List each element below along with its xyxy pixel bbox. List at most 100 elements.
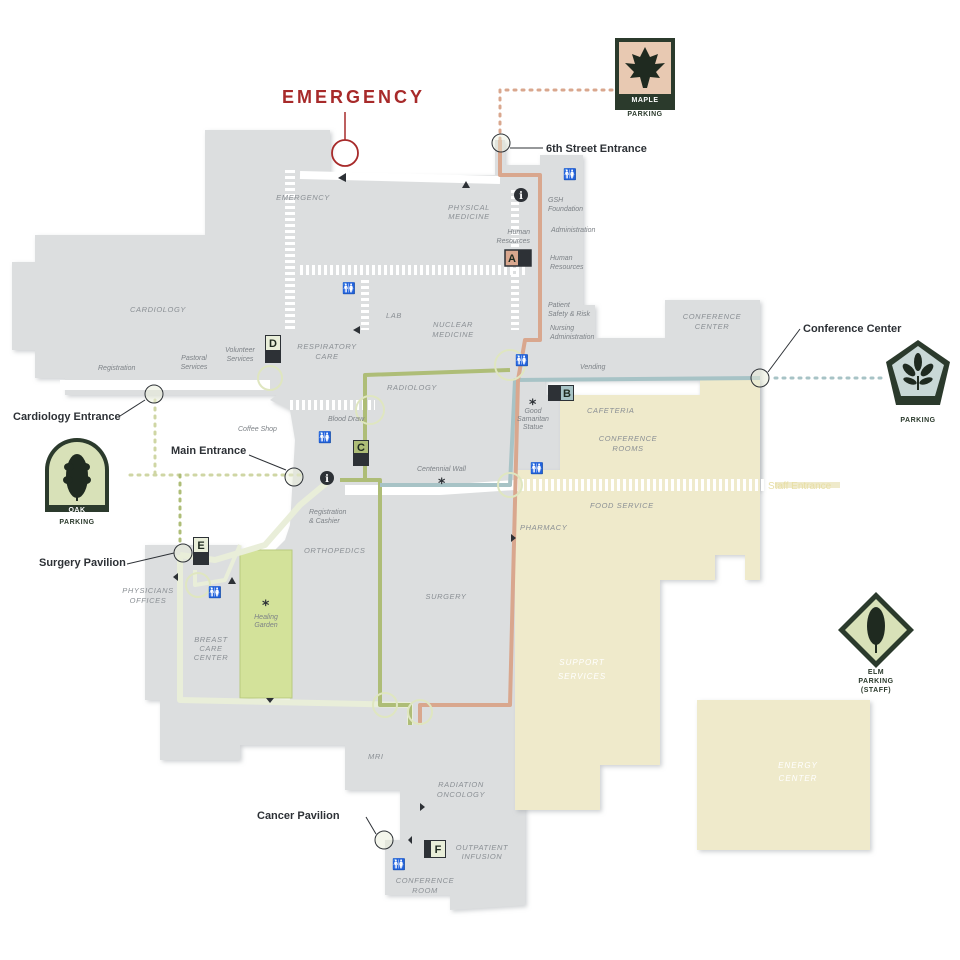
svg-text:(STAFF): (STAFF) [861,687,891,694]
svg-text:Pastoral: Pastoral [181,355,207,362]
svg-text:ENERGY: ENERGY [778,761,818,770]
svg-text:Administration: Administration [550,227,595,234]
svg-text:CARE: CARE [199,644,223,653]
svg-text:CARDIOLOGY: CARDIOLOGY [130,305,186,314]
label-surgery-pavilion: Surgery Pavilion [39,557,126,569]
healing-garden-icon: * [262,598,270,614]
elevator-a[interactable]: A [504,249,532,267]
elevator-c[interactable]: C [353,440,369,466]
svg-text:Resources: Resources [550,264,584,271]
oak-parking-sign[interactable]: OAK PARKING [45,438,109,526]
svg-text:Services: Services [227,356,254,363]
oak-leaf-icon [63,454,91,501]
svg-text:SUPPORT: SUPPORT [559,658,605,667]
label-cardiology-entrance: Cardiology Entrance [13,411,121,423]
elm-parking-sign[interactable]: ELM PARKING (STAFF) [838,592,914,694]
restroom-icon: 🚻 [515,354,529,367]
svg-text:Samaritan: Samaritan [517,416,549,423]
svg-text:& Cashier: & Cashier [309,518,340,525]
svg-text:Foundation: Foundation [548,206,583,213]
svg-text:CONFERENCE: CONFERENCE [599,434,658,443]
svg-text:PARKING: PARKING [858,678,893,685]
svg-text:PHARMACY: PHARMACY [520,523,568,532]
entrance-marker-cardiology[interactable] [144,384,164,404]
svg-text:PHYSICAL: PHYSICAL [448,203,490,212]
leader-lines [119,147,801,835]
svg-text:SERVICES: SERVICES [558,672,606,681]
svg-text:NUCLEAR: NUCLEAR [433,320,473,329]
svg-text:Safety & Risk: Safety & Risk [548,311,591,318]
info-sign-2[interactable]: i [320,471,334,485]
svg-text:Human: Human [507,229,530,236]
svg-text:A: A [508,253,516,265]
good-samaritan-statue-icon: * [529,397,537,413]
svg-text:PARKING: PARKING [59,519,94,526]
svg-text:Registration: Registration [98,365,135,372]
maple-parking-sign[interactable]: MAPLE PARKING [615,38,675,118]
restroom-icon: 🚻 [342,282,356,295]
healing-garden [239,549,293,699]
label-cancer-pavilion: Cancer Pavilion [257,810,340,822]
svg-text:ROOM: ROOM [412,886,438,895]
svg-text:Patient: Patient [548,302,571,309]
svg-text:PARKING: PARKING [900,417,935,424]
emergency-title: EMERGENCY [282,87,425,107]
entrance-labels: 6th Street Entrance Conference Center Ca… [13,143,902,822]
svg-text:SURGERY: SURGERY [425,592,466,601]
svg-text:Healing: Healing [254,614,278,621]
label-staff-entrance: Staff Entrance [768,481,832,492]
svg-text:CAFETERIA: CAFETERIA [587,406,635,415]
svg-text:OAK: OAK [68,507,85,514]
svg-text:FOOD SERVICE: FOOD SERVICE [590,501,654,510]
centennial-wall-icon: * [438,476,446,492]
entrance-marker-main[interactable] [284,467,304,487]
svg-text:RESPIRATORY: RESPIRATORY [297,342,357,351]
entrance-marker-6th-street[interactable] [491,133,511,153]
svg-text:Garden: Garden [254,622,277,629]
restroom-icons: 🚻 🚻 🚻 🚻 🚻 🚻 🚻 [208,168,577,871]
svg-text:Vending: Vending [580,364,606,371]
svg-text:MRI: MRI [368,752,384,761]
svg-text:Services: Services [181,364,208,371]
elm-leaf-icon [867,607,885,653]
svg-text:Administration: Administration [549,334,594,341]
svg-text:OFFICES: OFFICES [130,596,167,605]
entrance-marker-cancer-pavilion[interactable] [374,830,394,850]
hickory-parking-sign[interactable]: HICKORY PARKING [886,340,950,424]
svg-text:CONFERENCE: CONFERENCE [683,312,742,321]
svg-text:Coffee Shop: Coffee Shop [238,426,277,433]
svg-text:Volunteer: Volunteer [225,347,255,354]
elevator-f[interactable]: F [424,840,446,858]
svg-text:Nursing: Nursing [550,325,574,332]
svg-text:BREAST: BREAST [194,635,228,644]
emergency-marker[interactable] [331,139,359,167]
entrance-marker-surgery-pavilion[interactable] [173,543,193,563]
entrance-marker-conference-center[interactable] [750,368,770,388]
svg-text:CENTER: CENTER [779,774,818,783]
svg-text:ORTHOPEDICS: ORTHOPEDICS [304,546,365,555]
label-6th-street-entrance: 6th Street Entrance [546,143,647,155]
svg-text:F: F [435,844,442,856]
svg-text:Good: Good [524,408,542,415]
info-sign-1[interactable]: i [514,188,528,202]
svg-text:MEDICINE: MEDICINE [432,330,474,339]
restroom-icon: 🚻 [530,462,544,475]
junction-rings [185,349,526,725]
svg-text:CENTER: CENTER [194,653,228,662]
hickory-leaf-icon [902,353,934,390]
svg-text:MAPLE: MAPLE [632,97,659,104]
elevator-d[interactable]: D [265,335,281,363]
svg-text:OUTPATIENT: OUTPATIENT [456,843,509,852]
restroom-icon: 🚻 [318,431,332,444]
svg-text:RADIOLOGY: RADIOLOGY [387,383,437,392]
restroom-icon: 🚻 [563,168,577,181]
svg-text:PHYSICIANS: PHYSICIANS [122,586,173,595]
elevator-e[interactable]: E [193,537,209,565]
elevator-b[interactable]: B [548,385,574,401]
svg-text:CENTER: CENTER [695,322,729,331]
label-conference-center-entrance: Conference Center [803,323,902,335]
svg-text:ONCOLOGY: ONCOLOGY [437,790,486,799]
svg-text:CONFERENCE: CONFERENCE [396,876,455,885]
svg-text:i: i [519,191,523,202]
